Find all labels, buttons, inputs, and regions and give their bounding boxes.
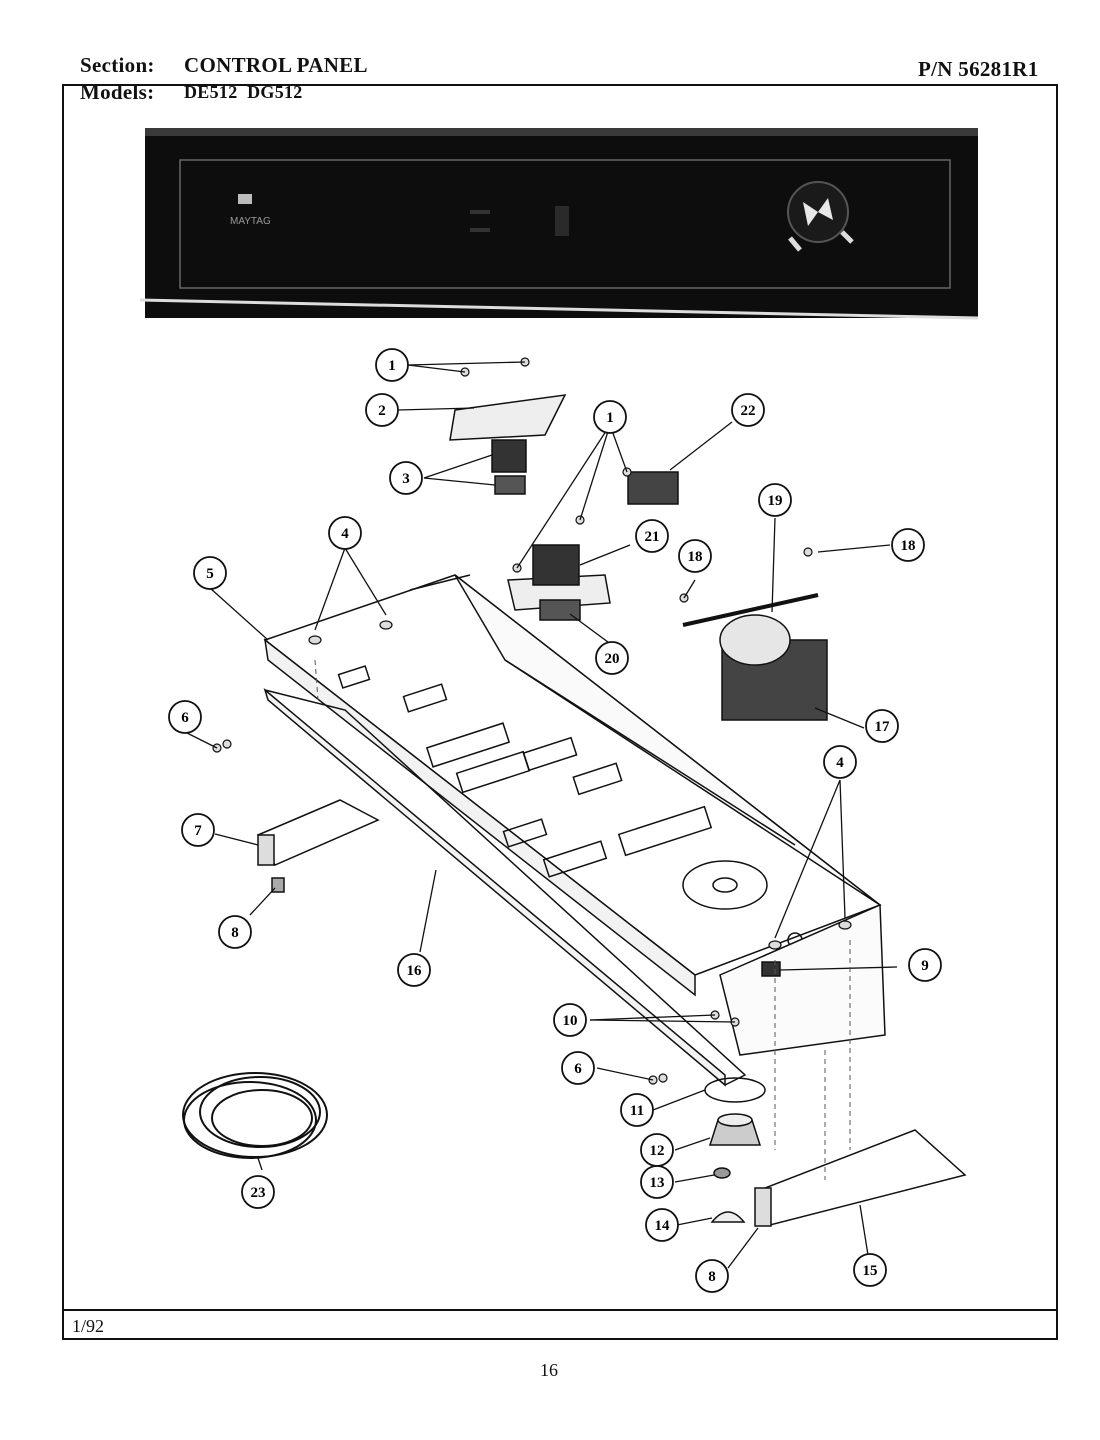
mounting-bracket [263, 687, 747, 1087]
indicator-slot [555, 206, 569, 236]
svg-text:15: 15 [863, 1263, 878, 1279]
rotary-switch-part [532, 544, 580, 586]
switch-part [539, 599, 581, 621]
callout-10: 10 [553, 1003, 587, 1037]
panel-brand: MAYTAG [230, 216, 271, 227]
control-panel-photo: MAYTAG [139, 128, 979, 320]
alignment-lines [314, 659, 851, 1180]
svg-text:21: 21 [645, 529, 660, 545]
callout-1: 1 [375, 348, 409, 382]
callout-22: 22 [731, 393, 765, 427]
screw-part [658, 1073, 668, 1083]
diagram-frame [62, 84, 1058, 1340]
section-title: CONTROL PANEL [184, 53, 368, 77]
svg-text:9: 9 [921, 958, 929, 974]
console-tray [263, 574, 886, 1056]
svg-text:7: 7 [194, 823, 202, 839]
nut-part [379, 620, 393, 630]
svg-text:23: 23 [251, 1185, 266, 1201]
svg-text:4: 4 [836, 755, 844, 771]
svg-text:18: 18 [901, 538, 916, 554]
callout-1: 1 [593, 400, 627, 434]
svg-text:2: 2 [378, 403, 386, 419]
callout-3: 3 [389, 461, 423, 495]
callout-6: 6 [168, 700, 202, 734]
left-end-bracket [256, 799, 380, 893]
indicator-slot [470, 228, 490, 232]
brand-logo-icon [238, 194, 252, 204]
nut-part [838, 920, 852, 930]
screw-part [222, 739, 232, 749]
callout-13: 13 [640, 1165, 674, 1199]
svg-text:14: 14 [655, 1218, 671, 1234]
svg-text:17: 17 [875, 719, 891, 735]
harness-strap-part [682, 593, 819, 627]
svg-text:12: 12 [650, 1143, 665, 1159]
callout-18: 18 [678, 539, 712, 573]
switch-part [494, 475, 526, 495]
callout-16: 16 [397, 953, 431, 987]
callout-6: 6 [561, 1051, 595, 1085]
nut-part [308, 635, 322, 645]
callout-12: 12 [640, 1133, 674, 1167]
callout-23: 23 [241, 1175, 275, 1209]
footer-divider [62, 1309, 1058, 1311]
relay-switch-part [627, 471, 679, 505]
callout-8: 8 [695, 1259, 729, 1293]
nut-part [768, 940, 782, 950]
indicator-slot [470, 210, 490, 214]
callout-20: 20 [595, 641, 629, 675]
svg-text:11: 11 [630, 1103, 644, 1119]
svg-text:1: 1 [606, 410, 614, 426]
callout-11: 11 [620, 1093, 654, 1127]
right-end-bracket [754, 1129, 967, 1227]
callout-7: 7 [181, 813, 215, 847]
leader-lines [184, 361, 898, 1269]
connector-part [761, 961, 781, 977]
svg-text:8: 8 [231, 925, 239, 941]
washer-part [713, 1167, 731, 1179]
models-value: DE512 DG512 [184, 82, 303, 102]
callout-14: 14 [645, 1208, 679, 1242]
callout-2: 2 [365, 393, 399, 427]
svg-text:19: 19 [768, 493, 783, 509]
callout-9: 9 [908, 948, 942, 982]
callout-18: 18 [891, 528, 925, 562]
callout-4: 4 [328, 516, 362, 550]
svg-text:3: 3 [402, 471, 410, 487]
svg-text:4: 4 [341, 526, 349, 542]
callout-8: 8 [218, 915, 252, 949]
callout-17: 17 [865, 709, 899, 743]
svg-text:18: 18 [688, 549, 703, 565]
callout-21: 21 [635, 519, 669, 553]
indicator-lens-part [449, 394, 567, 441]
switch-part [491, 439, 527, 473]
part-number: P/N 56281R1 [918, 57, 1039, 81]
revision-date: 1/92 [72, 1316, 105, 1336]
section-label: Section: [80, 53, 155, 77]
callout-5: 5 [193, 556, 227, 590]
svg-text:10: 10 [563, 1013, 578, 1029]
svg-text:5: 5 [206, 566, 214, 582]
svg-text:22: 22 [741, 403, 756, 419]
svg-text:16: 16 [407, 963, 423, 979]
svg-text:13: 13 [650, 1175, 665, 1191]
callout-19: 19 [758, 483, 792, 517]
callout-15: 15 [853, 1253, 887, 1287]
page-number: 16 [540, 1360, 558, 1380]
knob-insert-part [710, 1211, 746, 1223]
svg-text:6: 6 [574, 1061, 582, 1077]
svg-text:1: 1 [388, 358, 396, 374]
svg-text:6: 6 [181, 710, 189, 726]
screw-part [803, 547, 813, 557]
callout-4: 4 [823, 745, 857, 779]
electrical-components [449, 394, 828, 977]
svg-text:8: 8 [708, 1269, 716, 1285]
wire-harness [182, 1072, 328, 1159]
svg-text:20: 20 [605, 651, 620, 667]
